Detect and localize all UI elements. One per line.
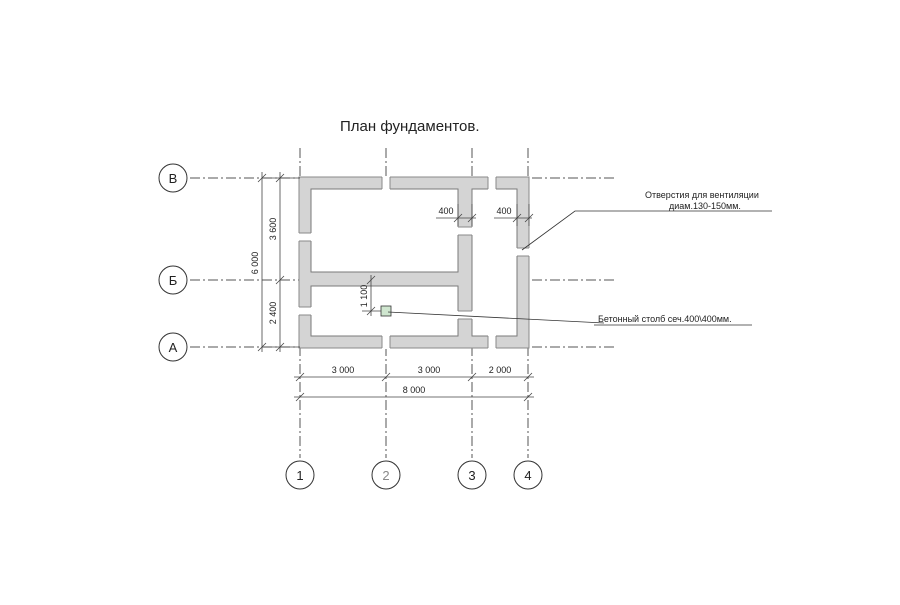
axis-bubble-1 bbox=[285, 460, 315, 490]
vent-leader bbox=[521, 210, 772, 251]
axis-bubble-2 bbox=[371, 460, 401, 490]
dim-vent-2: 400 bbox=[496, 206, 511, 216]
vent-note-line2: диам.130-150мм. bbox=[669, 201, 741, 211]
dim-left-1: 3 600 bbox=[268, 218, 278, 241]
dim-vent-lines bbox=[436, 204, 534, 226]
axis-label-3: 3 bbox=[468, 468, 475, 483]
axis-label-v: В bbox=[169, 171, 178, 186]
plan-title: План фундаментов. bbox=[340, 118, 480, 135]
dim-top-1: 3 000 bbox=[332, 365, 355, 375]
axis-bubble-4 bbox=[513, 460, 543, 490]
dim-vent-1: 400 bbox=[438, 206, 453, 216]
axis-bubble-b bbox=[158, 265, 188, 295]
gap-edges bbox=[299, 177, 529, 348]
dim-top-3: 2 000 bbox=[489, 365, 512, 375]
concrete-pillar bbox=[380, 305, 392, 317]
room-right bbox=[471, 188, 518, 337]
axis-label-2: 2 bbox=[382, 468, 389, 483]
axis-label-4: 4 bbox=[524, 468, 531, 483]
axis-bubble-a bbox=[158, 332, 188, 362]
dim-top-2: 3 000 bbox=[418, 365, 441, 375]
dim-pillar: 1 100 bbox=[359, 285, 369, 308]
axis-label-a: А bbox=[169, 340, 178, 355]
dim-chain-top bbox=[294, 372, 534, 402]
axis-label-1: 1 bbox=[296, 468, 303, 483]
dim-chain-left bbox=[257, 172, 300, 352]
pillar-note: Бетонный столб сеч.400\400мм. bbox=[598, 314, 732, 324]
axis-label-b: Б bbox=[169, 273, 178, 288]
dim-left-2: 2 400 bbox=[268, 302, 278, 325]
room-top-left bbox=[310, 188, 459, 273]
axis-bubble-v bbox=[158, 163, 188, 193]
axis-bubble-3 bbox=[457, 460, 487, 490]
dim-pillar-lines bbox=[362, 275, 381, 316]
dim-total: 8 000 bbox=[403, 385, 426, 395]
wall-gaps bbox=[298, 176, 530, 349]
vent-note-line1: Отверстия для вентиляции bbox=[645, 190, 759, 200]
pillar-leader bbox=[387, 311, 605, 324]
dim-left-total: 6 000 bbox=[250, 252, 260, 275]
